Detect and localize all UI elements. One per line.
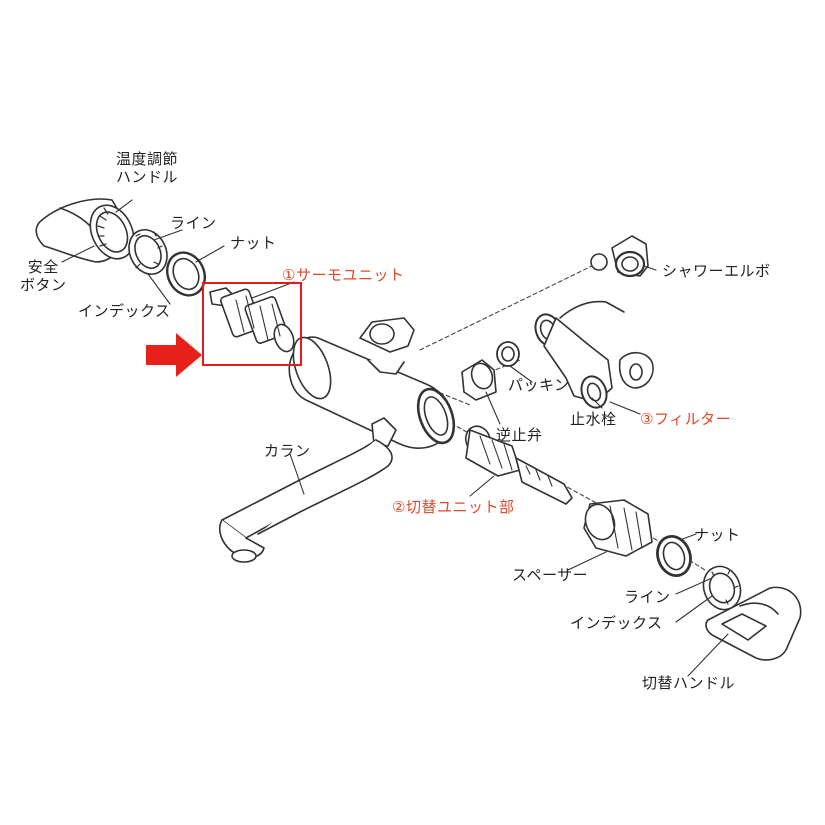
- temperature-handle: [35, 198, 135, 263]
- label-index-right: インデックス: [570, 614, 663, 632]
- label-switch-handle: 切替ハンドル: [642, 674, 736, 692]
- label-thermo-unit: ①サーモユニット: [282, 266, 405, 284]
- line-ring-right: [702, 565, 742, 611]
- label-spout: カラン: [264, 442, 311, 460]
- leader-lines: [61, 199, 729, 677]
- stop-valve-assembly: [534, 300, 654, 409]
- label-safety-button: 安全 ボタン: [20, 258, 67, 294]
- packing-and-check-valve: [461, 341, 520, 401]
- label-nut-right: ナット: [694, 526, 741, 544]
- label-switch-unit: ②切替ユニット部: [392, 498, 515, 516]
- label-line-right: ライン: [624, 588, 671, 606]
- nut-right: [656, 535, 692, 577]
- label-line-left: ライン: [170, 214, 217, 232]
- spacer-cartridge: [583, 499, 653, 557]
- label-filter: ③フィルター: [640, 410, 732, 428]
- label-check-valve: 逆止弁: [496, 426, 543, 444]
- switch-handle: [705, 586, 802, 661]
- label-packing: パッキン: [508, 376, 570, 394]
- thermo-unit-cartridge: [209, 287, 295, 353]
- spout: [218, 439, 393, 563]
- label-stop-valve: 止水栓: [570, 410, 617, 428]
- line-ring-left: [128, 229, 168, 275]
- right-arrow-icon: [146, 333, 202, 377]
- label-spacer: スペーサー: [512, 566, 589, 584]
- thermo-unit-highlight-box: [202, 282, 302, 366]
- label-temperature-handle: 温度調節 ハンドル: [116, 150, 179, 186]
- switch-unit-cartridge: [464, 425, 573, 505]
- label-index-left: インデックス: [78, 302, 171, 320]
- faucet-body: [288, 317, 456, 449]
- nut-left: [166, 251, 206, 297]
- label-nut-left: ナット: [230, 234, 277, 252]
- label-shower-elbow: シャワーエルボ: [662, 262, 771, 280]
- shower-elbow: [590, 235, 649, 278]
